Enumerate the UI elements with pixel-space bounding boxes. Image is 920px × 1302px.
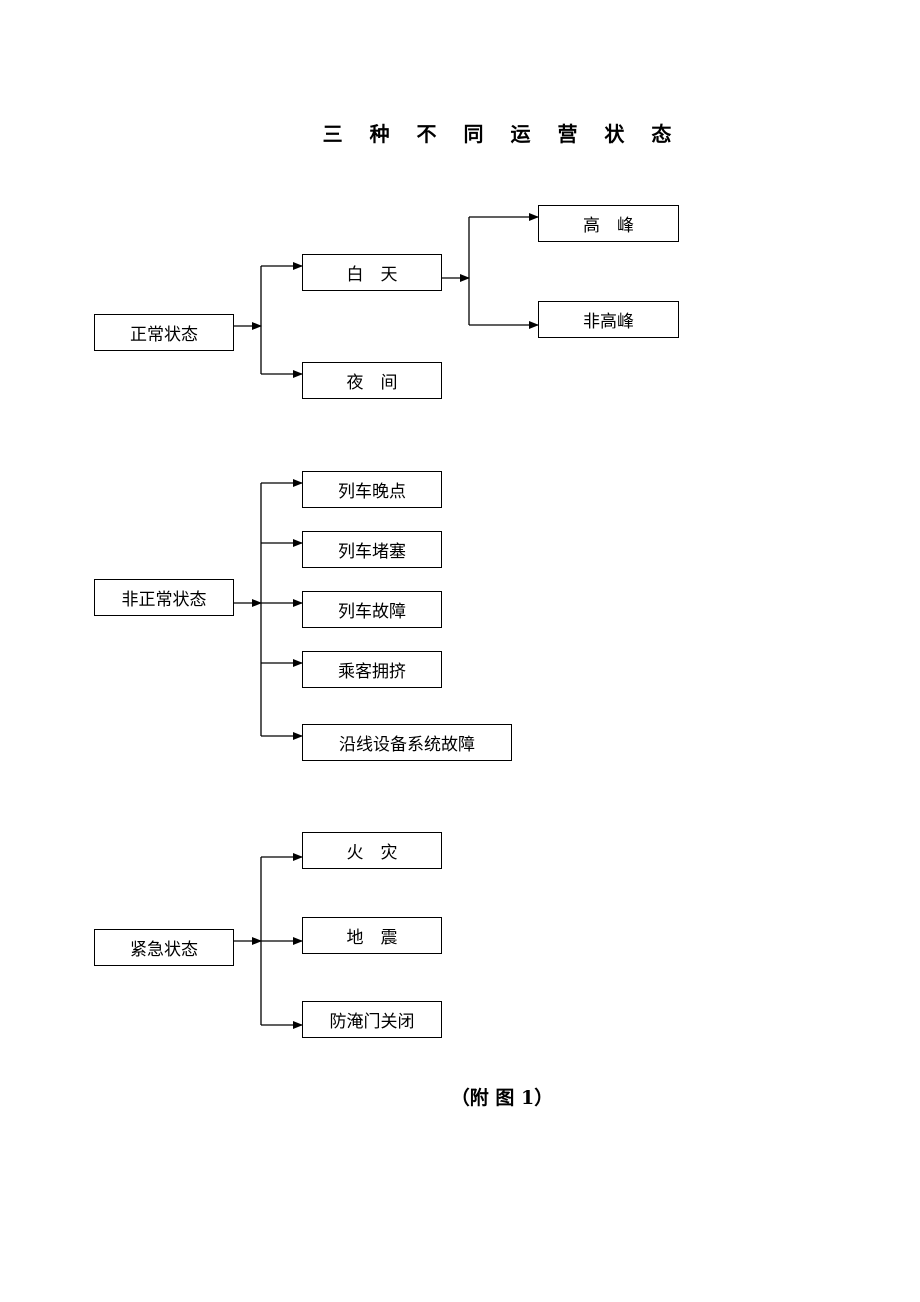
node-train-delay: 列车晚点 bbox=[302, 471, 442, 508]
node-nighttime: 夜 间 bbox=[302, 362, 442, 399]
node-equipment-failure: 沿线设备系统故障 bbox=[302, 724, 512, 761]
node-passenger-crowding: 乘客拥挤 bbox=[302, 651, 442, 688]
node-train-blockage: 列车堵塞 bbox=[302, 531, 442, 568]
node-floodgate-closed: 防淹门关闭 bbox=[302, 1001, 442, 1038]
node-fire: 火 灾 bbox=[302, 832, 442, 869]
node-earthquake: 地 震 bbox=[302, 917, 442, 954]
state-node-normal: 正常状态 bbox=[94, 314, 234, 351]
state-node-abnormal: 非正常状态 bbox=[94, 579, 234, 616]
node-daytime: 白 天 bbox=[302, 254, 442, 291]
node-peak: 高 峰 bbox=[538, 205, 679, 242]
node-off-peak: 非高峰 bbox=[538, 301, 679, 338]
figure-caption: （附 图 1） bbox=[450, 1087, 554, 1109]
state-node-emergency: 紧急状态 bbox=[94, 929, 234, 966]
node-train-fault: 列车故障 bbox=[302, 591, 442, 628]
diagram-title: 三 种 不 同 运 营 状 态 bbox=[322, 122, 682, 146]
